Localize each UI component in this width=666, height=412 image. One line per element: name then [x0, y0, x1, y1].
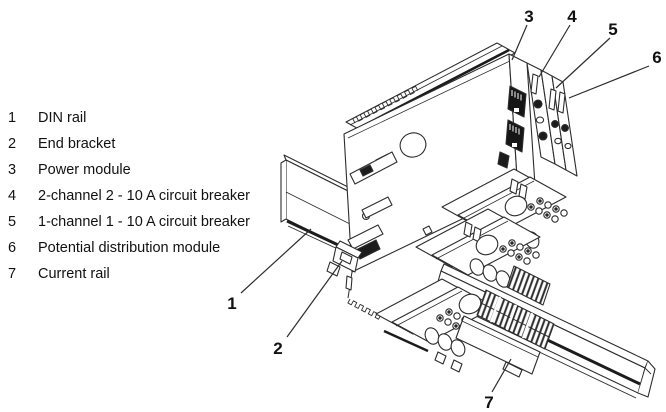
module-round-hole [399, 132, 427, 158]
module-bottom-serration [347, 298, 385, 320]
legend-item: 4 2-channel 2 - 10 A circuit breaker [8, 183, 250, 209]
distribution-slab-line [461, 320, 539, 358]
distribution-bottom-slab [455, 315, 541, 375]
tier3-hook-b [450, 359, 463, 373]
end-bracket-art [326, 240, 363, 291]
callout-number-5: 5 [608, 20, 617, 39]
end-bracket-slot [339, 251, 353, 265]
tier2-fuse-a [463, 221, 473, 238]
legend-item-label: DIN rail [38, 110, 87, 126]
strip-screw [535, 116, 545, 124]
tier3-drums [424, 327, 466, 357]
rj45-jack-bottom [505, 119, 525, 153]
leader-line-6 [568, 65, 650, 99]
fuse-slot-1 [530, 73, 539, 95]
leader-line-1 [240, 228, 312, 294]
tier1-fuse-a [509, 178, 519, 195]
strip-knob [551, 120, 559, 128]
legend-item: 2 End bracket [8, 131, 250, 157]
module-plate-edge-line [347, 59, 513, 139]
callouts: 3 4 5 6 1 2 7 [227, 7, 661, 412]
legend-item-label: 2-channel 2 - 10 A circuit breaker [38, 188, 250, 204]
strip-knob [538, 131, 548, 141]
end-bracket-hook [345, 275, 353, 291]
din-rail-art [280, 154, 354, 257]
comb-bank-divider [480, 302, 550, 338]
legend-item-number: 2 [8, 136, 17, 152]
leader-line-3 [511, 24, 528, 61]
strip-screw [554, 137, 562, 145]
legend-item-label: 1-channel 1 - 10 A circuit breaker [38, 214, 250, 230]
current-rail-end-cap [637, 360, 656, 398]
module-latch-mid [361, 196, 393, 219]
legend-item-number: 7 [8, 266, 17, 282]
module-bottom-latch [497, 151, 510, 169]
legend-item-number: 4 [8, 188, 17, 204]
legend-item: 7 Current rail [8, 261, 250, 287]
module-latch-slot [359, 164, 374, 177]
legend-item-number: 3 [8, 162, 17, 178]
legend-item-label: End bracket [38, 136, 116, 152]
leader-line-5 [555, 37, 611, 89]
strip-screw [564, 142, 572, 150]
legend-item: 1 DIN rail [8, 105, 250, 131]
strip-knob [533, 99, 543, 109]
fuse-slot-3 [557, 91, 566, 114]
leader-line-7 [491, 358, 512, 393]
callout-number-4: 4 [567, 7, 577, 26]
legend-item: 3 Power module [8, 157, 250, 183]
tier1-terminals [527, 197, 568, 223]
legend-item: 6 Potential distribution module [8, 235, 250, 261]
callout-number-1: 1 [227, 294, 236, 313]
leader-line-2 [286, 260, 343, 338]
leader-line-4 [538, 24, 571, 78]
tier2-top-line [435, 220, 509, 260]
module-latch-lower [347, 224, 384, 250]
legend-item-number: 6 [8, 240, 17, 256]
distribution-module-art [455, 265, 555, 378]
module-top-band-line [349, 45, 503, 126]
callout-number-6: 6 [652, 48, 661, 67]
strip-knob [561, 124, 569, 132]
comb-bank-upper [506, 265, 551, 306]
legend-item-label: Potential distribution module [38, 240, 221, 256]
tier2-knob [475, 234, 499, 256]
din-rail-end-profile [280, 159, 287, 223]
callout-number-2: 2 [273, 339, 282, 358]
legend: 1 DIN rail 2 End bracket 3 Power module … [8, 105, 250, 287]
tier2-terminals [499, 239, 540, 265]
tier1-knob [504, 195, 528, 217]
power-module-art [343, 42, 537, 320]
tier2-drums [469, 258, 511, 288]
breaker-strips-art [526, 62, 578, 177]
legend-item-label: Current rail [38, 266, 110, 282]
rj45-jack-top [507, 85, 527, 118]
module-latch-upper [349, 151, 398, 185]
legend-item-label: Power module [38, 162, 131, 178]
tier3-knob [458, 293, 482, 315]
legend-item-number: 1 [8, 110, 17, 126]
tier3-bottom-stripe [383, 329, 429, 353]
din-rail-crease [285, 191, 353, 226]
callout-number-7: 7 [484, 393, 493, 412]
end-bracket-foot [326, 261, 341, 277]
callout-number-3: 3 [524, 7, 533, 26]
legend-item-number: 5 [8, 214, 17, 230]
comb-gaps [489, 296, 534, 339]
tier3-hook-a [434, 351, 447, 365]
tier3-top-line [395, 290, 463, 327]
legend-item: 5 1-channel 1 - 10 A circuit breaker [8, 209, 250, 235]
breaker-bodies-art [375, 168, 568, 373]
module-small-tab [422, 225, 433, 236]
fuse-slot-2 [548, 88, 557, 111]
current-rail-end-step [644, 367, 652, 375]
module-serrated-edge [352, 85, 419, 124]
